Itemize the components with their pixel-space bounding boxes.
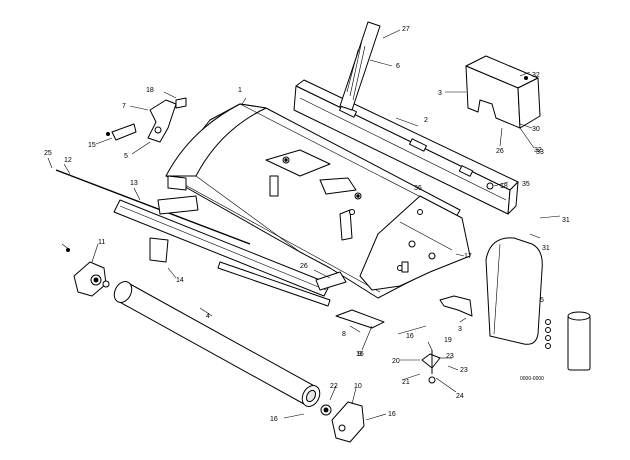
callout-label: 16 bbox=[270, 416, 278, 423]
callout-label: 3 bbox=[458, 326, 462, 333]
support-bar bbox=[339, 21, 381, 111]
upper-pivot-bracket bbox=[106, 97, 187, 143]
cylinder-hardware bbox=[545, 311, 591, 371]
callout-label: 1 bbox=[238, 87, 242, 94]
callout-label: 9 bbox=[358, 351, 362, 358]
linkage-hardware bbox=[421, 350, 441, 384]
callout-label: 20 bbox=[392, 358, 400, 365]
callout-label: 5 bbox=[124, 153, 128, 160]
deck-hardware bbox=[282, 156, 494, 273]
small-brackets bbox=[315, 271, 473, 329]
callout-label: 23 bbox=[446, 353, 454, 360]
drawing-code: 0000-0000 bbox=[520, 376, 544, 382]
callout-label: 13 bbox=[130, 180, 138, 187]
callout-label: 17 bbox=[464, 253, 472, 260]
callout-labels: 1 2 3 3 4 5 5 6 7 8 9 10 11 12 13 14 15 … bbox=[44, 26, 570, 423]
callout-label: 14 bbox=[176, 277, 184, 284]
callout-label: 8 bbox=[342, 331, 346, 338]
main-housing bbox=[165, 103, 471, 299]
callout-label: 15 bbox=[88, 142, 96, 149]
callout-label: 16 bbox=[388, 411, 396, 418]
right-bearing bbox=[320, 401, 365, 443]
callout-label: 19 bbox=[444, 337, 452, 344]
callout-label: 26 bbox=[300, 263, 308, 270]
side-cover bbox=[485, 237, 543, 345]
callout-label: 18 bbox=[500, 183, 508, 190]
callout-label: 31 bbox=[542, 245, 550, 252]
callout-label: 2 bbox=[424, 117, 428, 124]
callout-label: 21 bbox=[402, 379, 410, 386]
callout-label: 24 bbox=[456, 393, 464, 400]
callout-label: 32 bbox=[532, 72, 540, 79]
callout-label: 7 bbox=[122, 103, 126, 110]
callout-label: 22 bbox=[330, 383, 338, 390]
callout-label: 10 bbox=[354, 383, 362, 390]
long-rods bbox=[55, 169, 331, 307]
callout-label: 30 bbox=[532, 126, 540, 133]
callout-label: 26 bbox=[496, 148, 504, 155]
callout-label: 3 bbox=[438, 90, 442, 97]
callout-label: 12 bbox=[64, 157, 72, 164]
callout-label: 5 bbox=[540, 297, 544, 304]
callout-label: 4 bbox=[206, 313, 210, 320]
callout-label: 6 bbox=[396, 63, 400, 70]
callout-label: 25 bbox=[44, 150, 52, 157]
callout-label: 16 bbox=[356, 351, 364, 358]
callout-label: 35 bbox=[522, 181, 530, 188]
callout-label: 36 bbox=[414, 185, 422, 192]
left-bearing bbox=[66, 248, 110, 297]
callout-label: 31 bbox=[562, 217, 570, 224]
roller bbox=[113, 281, 321, 407]
callout-label: 11 bbox=[98, 239, 105, 246]
callout-label: 23 bbox=[460, 367, 468, 374]
callout-label: 27 bbox=[402, 26, 410, 33]
guard-block bbox=[465, 55, 541, 129]
leader-lines bbox=[47, 29, 561, 421]
callout-label: 16 bbox=[406, 333, 414, 340]
callout-label: 33 bbox=[536, 149, 544, 156]
callout-label: 32 bbox=[534, 147, 542, 154]
callout-label: 18 bbox=[146, 87, 154, 94]
